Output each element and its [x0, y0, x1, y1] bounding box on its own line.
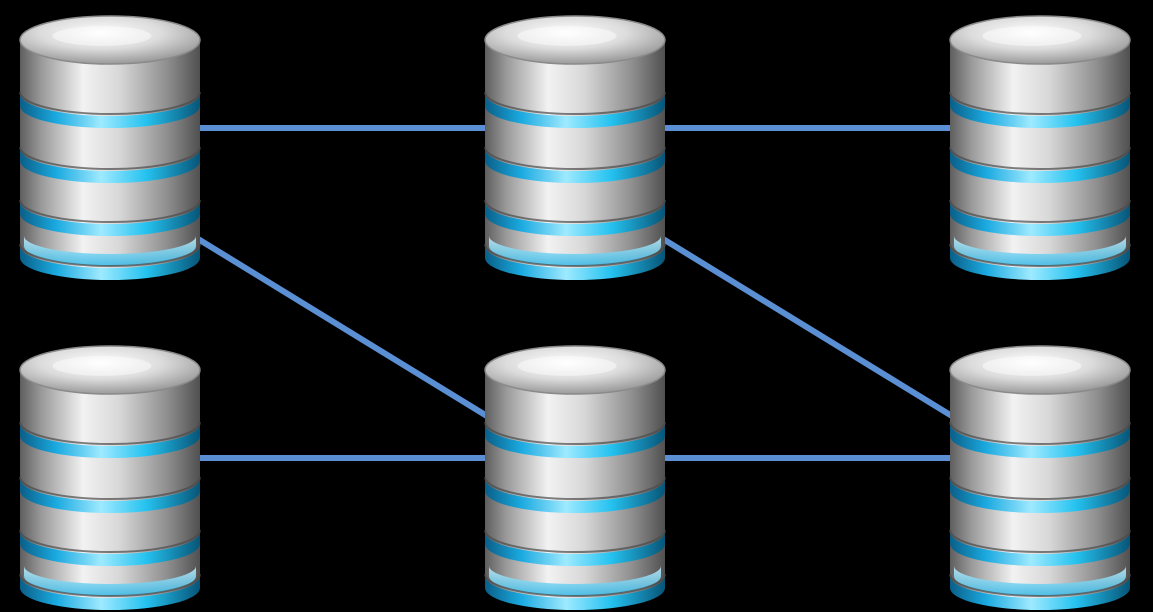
database-icon [19, 345, 201, 610]
database-icon [19, 15, 201, 280]
databases-layer [19, 15, 1131, 610]
database-icon [484, 345, 666, 610]
database-icon [949, 15, 1131, 280]
database-icon [949, 345, 1131, 610]
database-icon [484, 15, 666, 280]
